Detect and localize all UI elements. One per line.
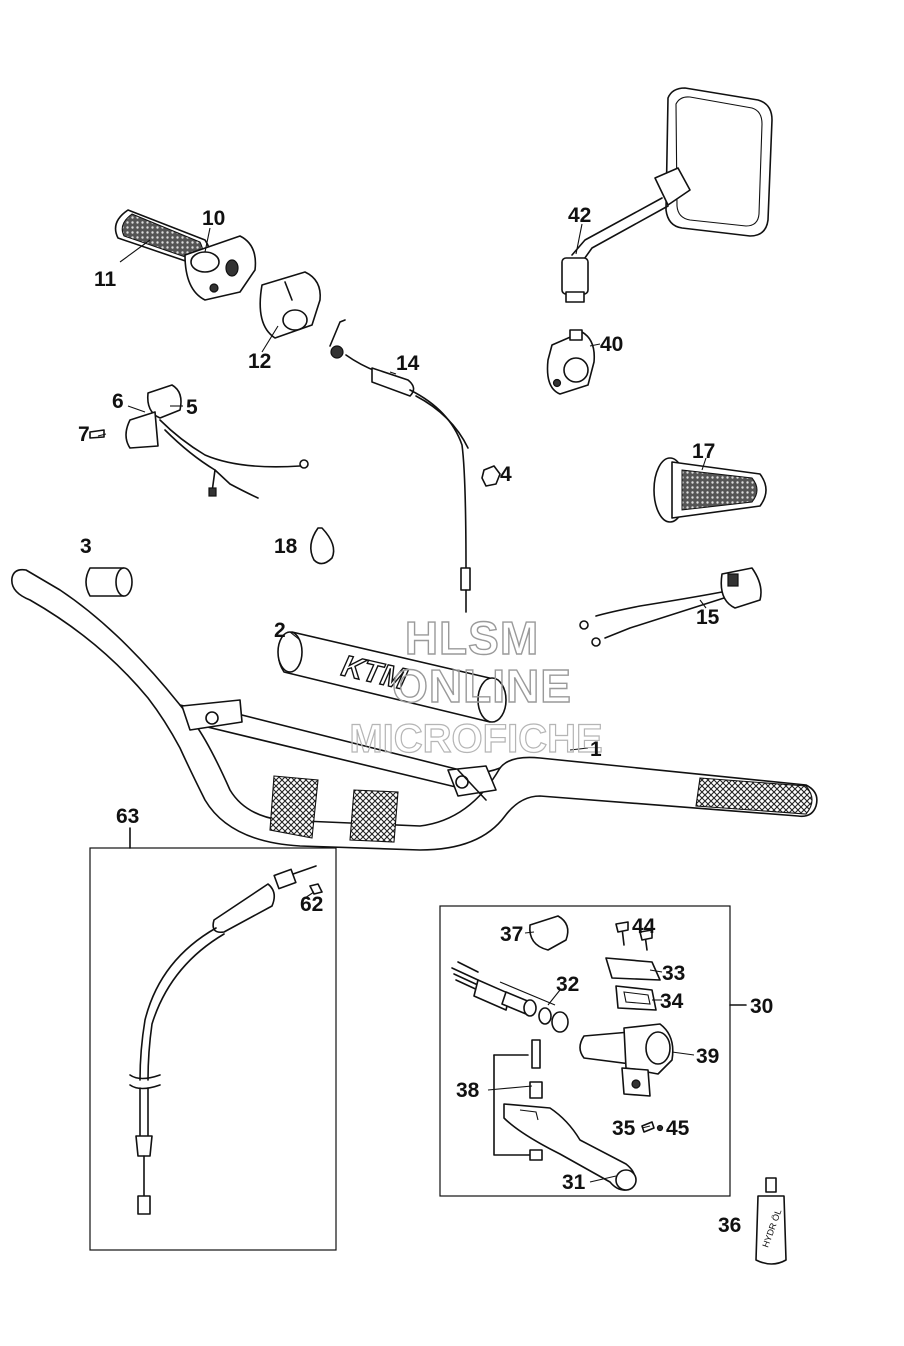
label-31: 31	[562, 1171, 586, 1194]
label-32: 32	[556, 973, 579, 996]
label-45: 45	[666, 1117, 690, 1140]
light-switch	[579, 567, 762, 647]
label-11: 11	[94, 268, 117, 291]
watermark-line2: ONLINE	[392, 660, 572, 712]
label-3: 3	[80, 535, 92, 558]
label-34: 34	[660, 990, 684, 1013]
label-12: 12	[248, 350, 271, 373]
label-42: 42	[568, 204, 591, 227]
label-40: 40	[600, 333, 623, 356]
label-37: 37	[500, 923, 523, 946]
handlebar	[11, 568, 818, 851]
throttle-grip-assembly	[114, 209, 257, 301]
watermark-line1: HLSM	[405, 612, 539, 664]
label-15: 15	[696, 606, 720, 629]
throttle-housing-cover	[259, 271, 322, 339]
label-1: 1	[590, 738, 602, 761]
label-39: 39	[696, 1045, 719, 1068]
throttle-cable	[329, 319, 471, 613]
label-4: 4	[500, 463, 512, 486]
cable-strap	[310, 527, 335, 565]
mirror	[561, 87, 773, 303]
label-44: 44	[632, 915, 656, 938]
label-33: 33	[662, 962, 685, 985]
left-grip	[653, 457, 767, 523]
clutch-cable-box	[89, 827, 337, 1251]
label-62: 62	[300, 893, 323, 916]
leader-lines	[97, 223, 707, 1183]
mirror-clamp	[546, 329, 596, 395]
label-14: 14	[396, 352, 420, 375]
hydraulic-oil-bottle: HYDR ÖL	[755, 1177, 787, 1265]
nut	[481, 465, 501, 487]
bar-sleeve	[85, 567, 133, 597]
label-6: 6	[112, 390, 124, 413]
part-labels: 1 2 3 4 5 6 7 10 11 12 14 15 17 18 30 31…	[78, 204, 773, 1237]
watermark: HLSM ONLINE MICROFICHE	[349, 611, 604, 761]
watermark-line3: MICROFICHE	[349, 717, 602, 761]
label-17: 17	[692, 440, 715, 463]
label-36: 36	[718, 1214, 741, 1237]
brake-master-box	[439, 905, 747, 1197]
label-63: 63	[116, 805, 139, 828]
label-30: 30	[750, 995, 773, 1018]
label-7: 7	[78, 423, 90, 446]
label-38: 38	[456, 1079, 480, 1102]
label-10: 10	[202, 207, 225, 230]
label-35: 35	[612, 1117, 636, 1140]
kill-switch	[89, 384, 309, 499]
label-2: 2	[274, 619, 286, 642]
label-5: 5	[186, 396, 198, 419]
label-18: 18	[274, 535, 298, 558]
